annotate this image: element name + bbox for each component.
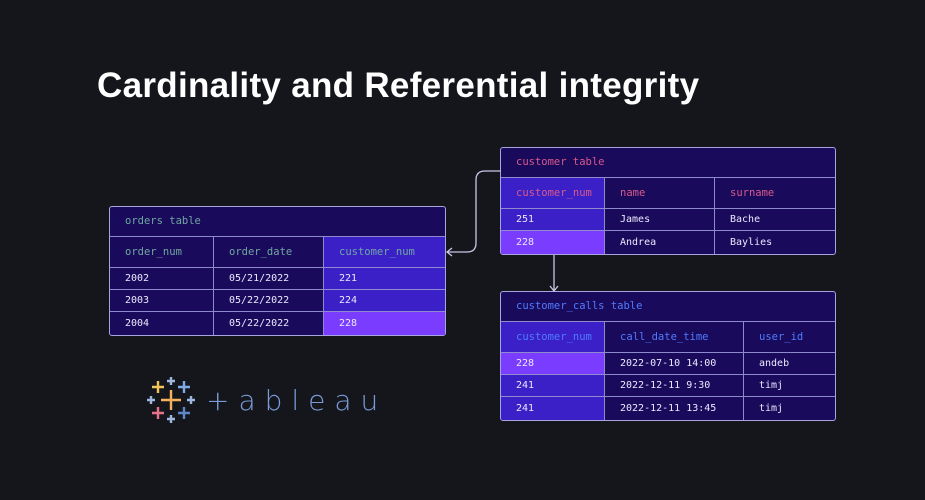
- table-cell: timj: [744, 375, 835, 397]
- page-title: Cardinality and Referential integrity: [97, 66, 700, 105]
- table-cell: timj: [759, 403, 784, 414]
- table-cell: 05/22/2022: [214, 290, 324, 312]
- customer-calls-table: customer_calls table customer_num call_d…: [500, 291, 836, 421]
- orders-col-order-num: order_num: [110, 237, 214, 268]
- orders-table: orders table order_num order_date custom…: [109, 206, 446, 336]
- calls-col-call-date-time: call_date_time: [605, 322, 744, 353]
- table-cell: 241: [501, 397, 605, 420]
- table-cell: andeb: [744, 353, 835, 375]
- customer-table: customer table customer_num name surname…: [500, 147, 836, 255]
- table-cell: 05/21/2022: [214, 268, 324, 290]
- matched-cell: 228: [324, 312, 445, 335]
- table-cell: 221: [324, 268, 445, 290]
- orders-col-order-date: order_date: [214, 237, 324, 268]
- customer-calls-table-caption: customer_calls table: [501, 292, 835, 322]
- tableau-wordmark: +ableau: [206, 383, 388, 417]
- table-cell: 2022-12-11 9:30: [605, 375, 744, 397]
- matched-cell: 228: [501, 231, 605, 254]
- table-cell: Bache: [715, 209, 835, 231]
- tableau-cross-logo-icon: [147, 377, 195, 423]
- table-cell: 241: [501, 375, 605, 397]
- customer-table-caption: customer table: [501, 148, 835, 178]
- table-cell: James: [605, 209, 715, 231]
- orders-table-caption: orders table: [110, 207, 445, 237]
- table-cell: 2022-07-10 14:00: [605, 353, 744, 375]
- table-cell: 224: [324, 290, 445, 312]
- customer-col-name: name: [605, 178, 715, 209]
- table-cell: 2003: [110, 290, 214, 312]
- relationship-arrow-customer-to-orders: [445, 170, 501, 257]
- table-cell: 2004: [110, 312, 214, 335]
- customer-col-surname: surname: [715, 178, 835, 209]
- calls-col-user-id: user_id: [744, 322, 835, 353]
- orders-col-customer-num: customer_num: [324, 237, 445, 268]
- table-cell: 2022-12-11 13:45: [605, 397, 744, 420]
- table-cell: Baylies: [730, 237, 773, 248]
- matched-cell: 228: [501, 353, 605, 375]
- table-cell: 251: [501, 209, 605, 231]
- table-cell: 2002: [110, 268, 214, 290]
- tableau-logo: +ableau: [146, 375, 387, 425]
- customer-col-customer-num: customer_num: [501, 178, 605, 209]
- relationship-arrow-customer-to-calls: [549, 255, 559, 293]
- calls-col-customer-num: customer_num: [501, 322, 605, 353]
- table-cell: Andrea: [605, 231, 715, 254]
- table-cell: 05/22/2022: [214, 312, 324, 335]
